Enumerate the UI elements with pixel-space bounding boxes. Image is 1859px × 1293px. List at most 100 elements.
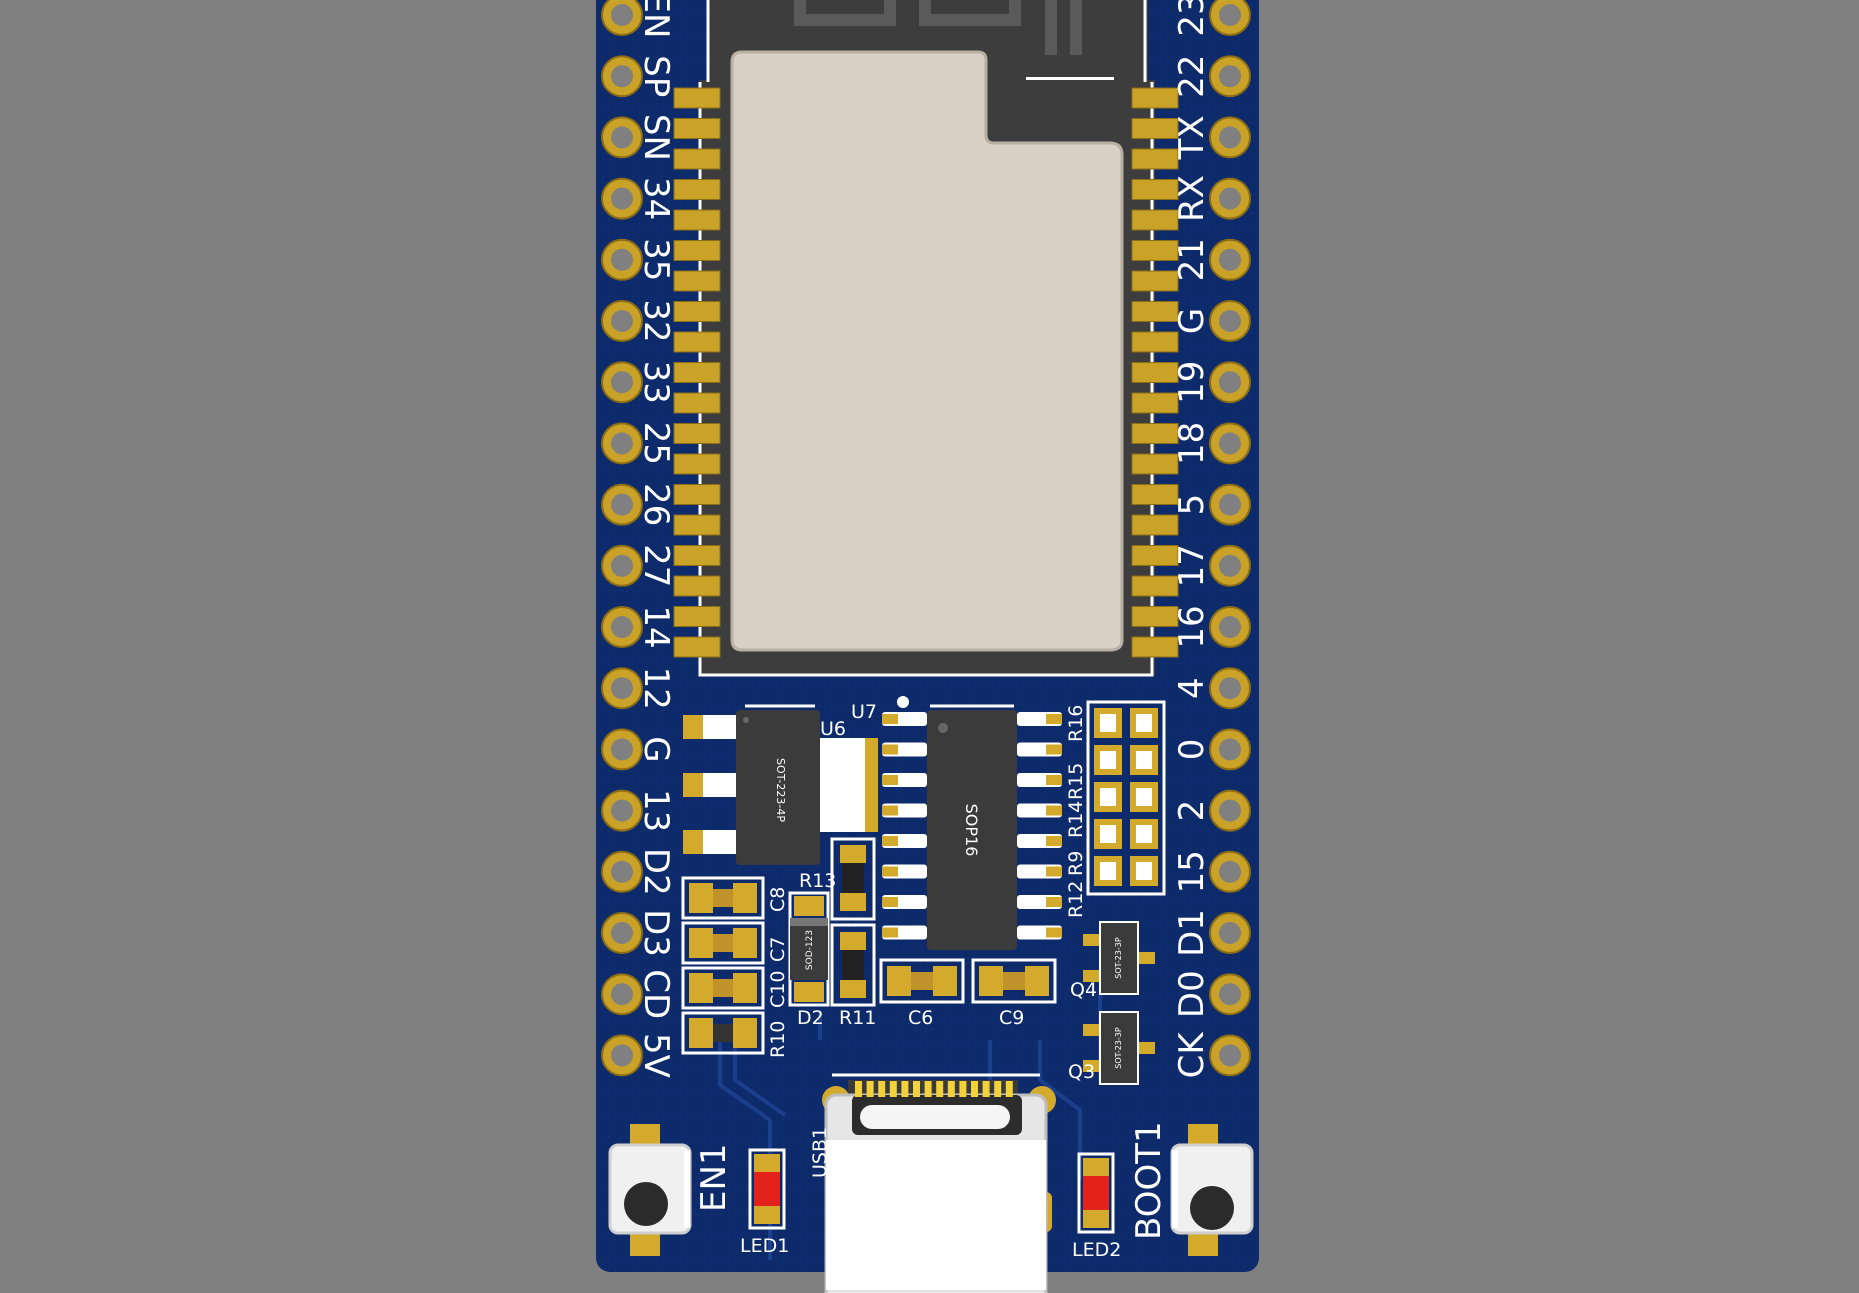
- header-hole: [1219, 677, 1241, 700]
- u7-pin-pad: [882, 714, 898, 724]
- header-hole: [611, 983, 633, 1006]
- pin-label-left: 35: [636, 238, 676, 281]
- capacitor-bank: [681, 876, 765, 1055]
- module-pad: [1131, 148, 1179, 170]
- header-hole: [1219, 65, 1241, 88]
- header-hole: [1219, 922, 1241, 944]
- module-pad: [1131, 270, 1179, 292]
- header-hole: [611, 922, 633, 944]
- en1-button[interactable]: [608, 1124, 692, 1256]
- capacitor-outline: [681, 921, 765, 965]
- r16-label: R16: [1065, 705, 1087, 742]
- pin-label-left: 12: [636, 667, 676, 710]
- capacitor-pad: [733, 928, 757, 958]
- pin-label-right: 5: [1172, 494, 1212, 516]
- pin-label-left: EN: [636, 0, 676, 38]
- u7-pin-pad: [1046, 775, 1062, 785]
- module-pad: [673, 392, 721, 414]
- module-pad: [673, 606, 721, 627]
- u7-pin-pad: [1046, 866, 1062, 877]
- q4-label: Q4: [1070, 979, 1097, 1001]
- led1-label: LED1: [740, 1235, 789, 1257]
- u7-chip: [927, 710, 1017, 950]
- u7-pin-pad: [882, 744, 898, 755]
- header-hole: [611, 126, 633, 149]
- u7-pin-pad: [882, 897, 898, 907]
- pin-label-left: 33: [636, 361, 676, 404]
- module-pad: [1131, 575, 1179, 597]
- pin-label-left: 25: [636, 422, 676, 465]
- u7-pin-pad: [882, 927, 898, 938]
- module-pad: [1131, 545, 1179, 566]
- pin-label-right: 18: [1172, 422, 1212, 465]
- module-pad: [1131, 240, 1179, 261]
- q3-label: Q3: [1068, 1061, 1095, 1083]
- module-shield: [730, 50, 1124, 652]
- module-pads-left: [673, 87, 721, 658]
- u7-pin-pad: [882, 866, 898, 877]
- module-pad: [673, 575, 721, 597]
- d2-package-label: SOD-123: [805, 930, 815, 970]
- pin-label-left: 5V: [636, 1033, 676, 1078]
- module-pad: [1131, 331, 1179, 353]
- module-pad: [1131, 636, 1179, 658]
- pin-label-left: G: [636, 736, 676, 762]
- u7-pin-pad: [1046, 897, 1062, 907]
- header-hole: [1219, 493, 1241, 516]
- capacitor-body: [713, 1024, 733, 1042]
- usb-pin: [866, 1081, 874, 1097]
- module-pad: [673, 240, 721, 261]
- capacitor-outline: [681, 876, 765, 920]
- header-hole: [1219, 738, 1241, 761]
- resistor-array-outline: [1086, 700, 1166, 896]
- header-hole: [1219, 248, 1241, 271]
- header-hole: [1219, 187, 1241, 210]
- led2-label: LED2: [1072, 1239, 1121, 1261]
- resistor-pad-core: [1100, 788, 1116, 806]
- antenna-trace: [1070, 0, 1082, 55]
- module-pad: [673, 514, 721, 536]
- boot1-label: BOOT1: [1129, 1121, 1169, 1240]
- module-pad: [1131, 179, 1179, 200]
- header-hole: [1219, 371, 1241, 394]
- u7-pin1-marker: [897, 696, 909, 708]
- antenna-trace: [919, 0, 1021, 26]
- c6-capacitor: [879, 958, 965, 1004]
- usb-pin: [901, 1081, 909, 1097]
- pin-label-right: 2: [1172, 800, 1212, 822]
- pin-label-left: 34: [636, 177, 676, 220]
- resistor-pad-core: [1100, 825, 1116, 843]
- header-hole: [1219, 4, 1241, 26]
- resistor-pad-core: [1136, 862, 1152, 880]
- q3-package-label: SOT-23-3P: [1114, 1027, 1123, 1069]
- u7-pin-pad: [1046, 927, 1062, 938]
- usb-pin: [982, 1081, 990, 1097]
- r11-resistor: [830, 923, 876, 1007]
- c9-capacitor: [971, 958, 1057, 1004]
- u7-pin-pad: [882, 805, 898, 816]
- pin-label-right: 23: [1172, 0, 1212, 37]
- module-pad: [673, 301, 721, 322]
- header-hole: [1219, 860, 1241, 883]
- capacitor-outline: [681, 966, 765, 1010]
- header-hole: [611, 860, 633, 883]
- pin-label-right: TX: [1172, 115, 1212, 160]
- c8-label: C8: [767, 887, 789, 912]
- header-hole: [611, 493, 633, 516]
- module-pad: [673, 270, 721, 292]
- header-hole: [611, 248, 633, 271]
- capacitor-pad: [733, 1018, 757, 1048]
- pin-label-right: 22: [1172, 55, 1212, 98]
- u6-package-label: SOT-223-4P: [774, 758, 787, 822]
- pin-label-right: RX: [1172, 175, 1212, 222]
- header-hole: [1219, 799, 1241, 822]
- module-pad: [1131, 118, 1179, 139]
- usb-pin: [889, 1081, 897, 1097]
- pin-label-right: CK: [1172, 1031, 1212, 1079]
- r13-label: R13: [799, 870, 836, 892]
- module-pad: [673, 179, 721, 200]
- boot1-button[interactable]: [1170, 1124, 1254, 1256]
- pin-label-left: 27: [636, 544, 676, 587]
- antenna-trace: [794, 0, 896, 26]
